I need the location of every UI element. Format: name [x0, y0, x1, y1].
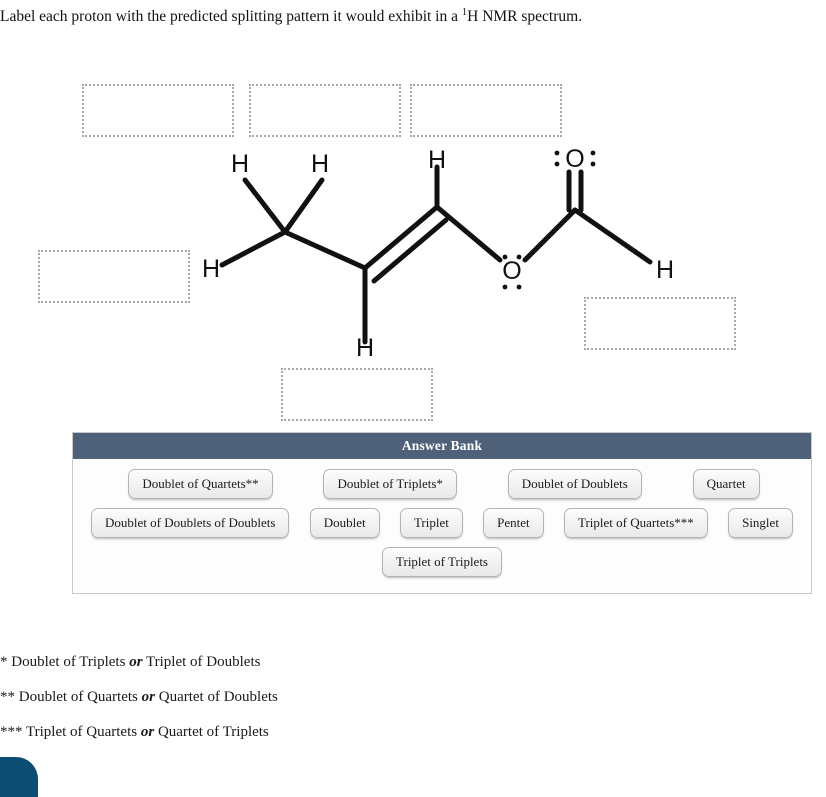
bond-alkene-outer	[362, 204, 440, 271]
proton-superscript: 1	[461, 6, 468, 18]
footnote-or-3: or	[140, 724, 155, 740]
answer-chip-doublet-of-triplets[interactable]: Doublet of Triplets*	[323, 469, 457, 499]
bond-formyl-h	[572, 207, 653, 265]
atom-label-vinyl-h-lower: H	[356, 334, 374, 362]
bond-alkene-inner	[371, 217, 449, 284]
atom-label-methyl-h-left: H	[231, 150, 249, 178]
answer-bank-row-3: Triplet of Triplets	[85, 547, 799, 577]
footnote-list: * Doublet of Triplets or Triplet of Doub…	[0, 652, 600, 757]
answer-chip-doublet-of-doublets-of-doublets[interactable]: Doublet of Doublets of Doublets	[91, 508, 290, 538]
bond-c-c	[282, 229, 368, 271]
footnote-single-star: * Doublet of Triplets or Triplet of Doub…	[0, 652, 600, 673]
footnote-or-2: or	[141, 689, 155, 705]
atom-label-ester-oxygen: O	[502, 257, 521, 285]
bond-o-c-carbonyl	[522, 207, 578, 263]
prompt-text-before: Label each proton with the predicted spl…	[0, 8, 462, 25]
lone-pairs-carbonyl-oxygen	[554, 150, 596, 167]
answer-bank-row-1: Doublet of Quartets** Doublet of Triplet…	[85, 469, 799, 499]
dropbox-formyl-h[interactable]	[584, 297, 736, 350]
footnote-marker-3: ***	[0, 724, 26, 740]
footnote-part2-2: Quartet of Doublets	[154, 689, 278, 705]
answer-chip-doublet-of-doublets[interactable]: Doublet of Doublets	[507, 469, 642, 499]
dropbox-methyl-h-left[interactable]	[82, 84, 234, 137]
bond-methyl-h-left	[242, 177, 288, 235]
answer-chip-triplet-of-quartets[interactable]: Triplet of Quartets***	[563, 508, 708, 538]
answer-chip-triplet[interactable]: Triplet	[399, 508, 463, 538]
footnote-marker-2: **	[0, 689, 19, 705]
footnote-part1-2: Doublet of Quartets	[18, 689, 142, 705]
dropbox-methyl-h-right[interactable]	[249, 84, 401, 137]
dropbox-methyl-h-bottom[interactable]	[38, 250, 190, 303]
answer-bank-body: Doublet of Quartets** Doublet of Triplet…	[73, 459, 811, 593]
answer-chip-pentet[interactable]: Pentet	[483, 508, 544, 538]
bond-c-o-ester	[434, 204, 503, 263]
dropbox-vinyl-h-lower[interactable]	[281, 368, 433, 421]
molecule-diagram: H H H H H O O H	[0, 60, 826, 430]
footnote-part2-3: Quartet of Triplets	[154, 724, 269, 740]
answer-chip-doublet-of-quartets[interactable]: Doublet of Quartets**	[128, 469, 273, 499]
dropbox-vinyl-h-upper[interactable]	[410, 84, 562, 137]
answer-chip-quartet[interactable]: Quartet	[692, 469, 760, 499]
answer-chip-triplet-of-triplets[interactable]: Triplet of Triplets	[382, 547, 502, 577]
molecule-bonds	[219, 164, 653, 345]
footnote-triple-star: *** Triplet of Quartets or Quartet of Tr…	[0, 722, 600, 743]
footnote-double-star: ** Doublet of Quartets or Quartet of Dou…	[0, 687, 600, 708]
bond-methyl-h-right	[282, 177, 325, 235]
question-prompt: Label each proton with the predicted spl…	[0, 7, 820, 27]
answer-bank-title: Answer Bank	[73, 433, 811, 459]
footnote-part1-3: Triplet of Quartets	[25, 724, 141, 740]
footnote-part2-1: Triplet of Doublets	[142, 654, 261, 670]
lone-pairs-ester-oxygen	[502, 254, 522, 290]
atom-label-group: H H H H H O O H	[202, 145, 674, 362]
footnote-marker-1: *	[0, 654, 12, 670]
answer-bank: Answer Bank Doublet of Quartets** Double…	[72, 432, 812, 594]
bond-methyl-h-bottom	[219, 229, 288, 268]
atom-label-methyl-h-right: H	[311, 150, 329, 178]
atom-label-carbonyl-oxygen: O	[565, 145, 584, 173]
answer-bank-row-2: Doublet of Doublets of Doublets Doublet …	[85, 508, 799, 538]
atom-label-vinyl-h-upper: H	[428, 146, 446, 174]
atom-label-methyl-h-bottom: H	[202, 255, 220, 283]
corner-badge	[0, 757, 38, 797]
prompt-text-after: H NMR spectrum.	[467, 8, 583, 25]
footnote-part1-1: Doublet of Triplets	[11, 654, 130, 670]
atom-label-formyl-h: H	[656, 256, 674, 284]
footnote-or-1: or	[129, 654, 143, 670]
answer-chip-doublet[interactable]: Doublet	[309, 508, 380, 538]
answer-chip-singlet[interactable]: Singlet	[728, 508, 793, 538]
